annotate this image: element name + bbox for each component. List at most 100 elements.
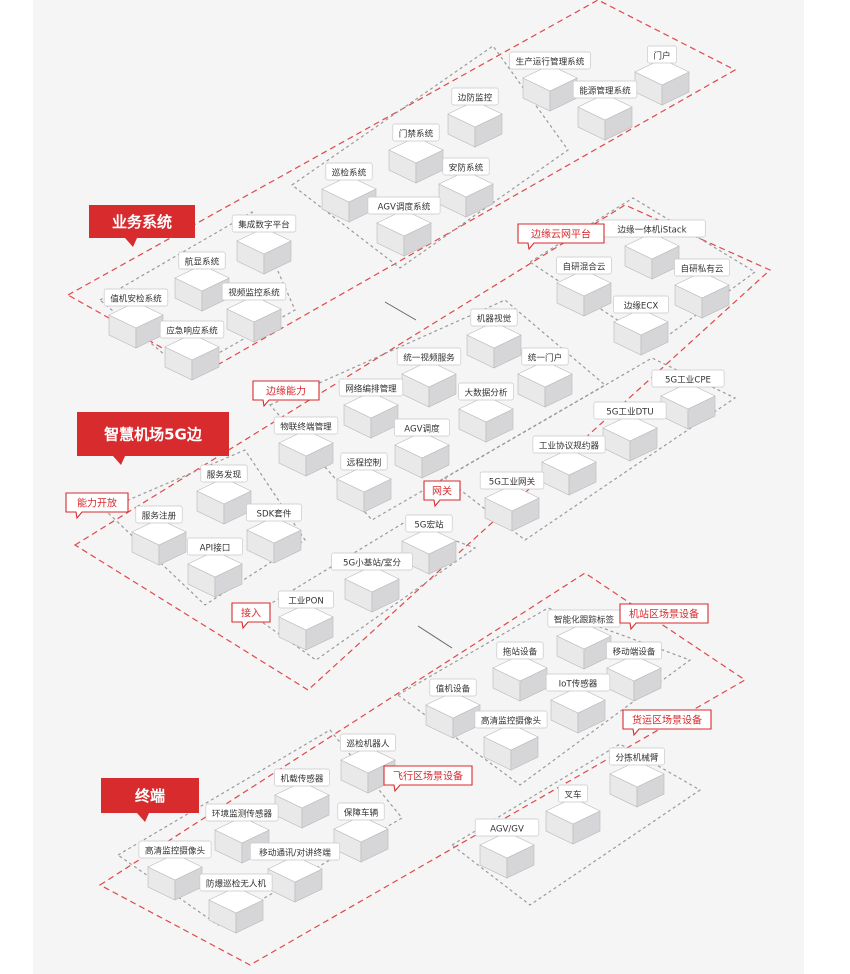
node-forklift: 叉车 xyxy=(545,784,601,845)
node-label: 高清监控摄像头 xyxy=(145,845,206,857)
node-label: AGV/GV xyxy=(490,825,524,835)
node-label: 分拣机械臂 xyxy=(616,752,659,764)
node-small-cell: 5G小基站/室分 xyxy=(331,552,413,613)
node-checkin-dev: 值机设备 xyxy=(425,678,481,739)
node-label: 智能化跟踪标签 xyxy=(554,614,615,626)
node-label: 移动端设备 xyxy=(613,646,656,658)
node-service-discovery: 服务发现 xyxy=(196,464,252,525)
group-access xyxy=(250,521,477,661)
node-sdk: SDK套件 xyxy=(246,503,302,564)
node-support-vehicle: 保障车辆 xyxy=(333,802,389,863)
node-smart-track: 智能化跟踪标签 xyxy=(547,609,621,670)
node-agv: AGV/GV xyxy=(474,818,540,879)
tag-flight-equip: 飞行区场景设备 xyxy=(383,765,473,793)
zone-business-systems xyxy=(66,0,737,373)
node-protocol-conv: 工业协议规约器 xyxy=(532,435,606,496)
node-label: 大数据分析 xyxy=(465,387,508,399)
node-macro: 5G宏站 xyxy=(401,514,457,575)
node-label: 保障车辆 xyxy=(344,807,379,819)
zone-terminals xyxy=(98,572,747,966)
svg-text:智慧机场5G边: 智慧机场5G边 xyxy=(104,426,203,444)
node-checkin-sys: 值机安检系统 xyxy=(103,288,169,349)
node-label: 值机安检系统 xyxy=(110,293,162,305)
svg-text:接入: 接入 xyxy=(241,607,261,620)
node-label: 5G工业DTU xyxy=(606,407,653,418)
tag-edge-cloud: 边缘云网平台 xyxy=(517,223,605,251)
svg-text:边缘能力: 边缘能力 xyxy=(266,385,306,398)
node-label: 安防系统 xyxy=(449,162,484,174)
node-label: 能源管理系统 xyxy=(579,85,631,97)
node-remote-ctrl: 远程控制 xyxy=(336,452,392,513)
node-label: 统一门户 xyxy=(528,352,562,364)
node-pon: 工业PON xyxy=(278,590,334,651)
node-label: 物联终端管理 xyxy=(280,421,332,433)
node-label: SDK套件 xyxy=(257,508,292,520)
group-apron-equipment xyxy=(396,607,692,786)
node-tug: 拖站设备 xyxy=(492,641,548,702)
tag-gateway: 网关 xyxy=(423,480,461,508)
node-label: 应急响应系统 xyxy=(166,325,218,337)
node-label: 自研混合云 xyxy=(563,261,606,273)
node-edge-istack: 边缘一体机iStack xyxy=(598,219,706,280)
node-label: 防爆巡检无人机 xyxy=(206,878,267,890)
node-unified-portal: 统一门户 xyxy=(517,347,573,408)
node-label: 边缘ECX xyxy=(624,300,659,312)
node-prod-ops: 生产运行管理系统 xyxy=(509,51,591,112)
node-sorter: 分拣机械臂 xyxy=(609,747,665,808)
connector-business-platform xyxy=(384,301,417,321)
node-private-cloud: 自研私有云 xyxy=(674,258,730,319)
node-label: 网络编排管理 xyxy=(345,383,397,395)
section-label-business: 业务系统 xyxy=(89,205,195,247)
node-label: 自研私有云 xyxy=(681,263,724,275)
node-big-data: 大数据分析 xyxy=(458,382,514,443)
section-label-terminal: 终端 xyxy=(101,778,199,822)
node-label: 值机设备 xyxy=(436,683,471,695)
node-label: 叉车 xyxy=(564,789,582,801)
node-label: 工业PON xyxy=(288,596,324,607)
svg-text:边缘云网平台: 边缘云网平台 xyxy=(531,228,591,241)
node-label: 机器视觉 xyxy=(477,313,512,325)
node-airborne-sensor: 机载传感器 xyxy=(274,768,330,829)
svg-text:终端: 终端 xyxy=(135,787,165,805)
node-label: AGV调度系统 xyxy=(378,201,431,213)
node-label: 门禁系统 xyxy=(399,128,434,140)
node-unified-video: 统一视频服务 xyxy=(396,347,462,408)
node-api: API接口 xyxy=(187,537,243,598)
tag-apron-equip: 机站区场景设备 xyxy=(619,603,709,631)
node-label: 5G工业CPE xyxy=(665,375,711,386)
node-security-sys: 安防系统 xyxy=(438,157,494,218)
node-label: 拖站设备 xyxy=(503,646,538,658)
tag-access: 接入 xyxy=(231,602,271,630)
node-service-reg: 服务注册 xyxy=(131,505,187,566)
node-label: 服务发现 xyxy=(207,469,242,481)
connector-platform-terminal xyxy=(417,625,453,649)
node-label: 巡检系统 xyxy=(332,167,367,179)
node-emergency-sys: 应急响应系统 xyxy=(159,320,225,381)
node-agv-dispatch: AGV调度系统 xyxy=(367,196,441,257)
node-label: 5G小基站/室分 xyxy=(343,557,401,569)
node-label: 5G工业网关 xyxy=(489,476,536,488)
node-dtu: 5G工业DTU xyxy=(593,401,667,462)
tag-cargo-equip: 货运区场景设备 xyxy=(622,709,712,737)
node-label: API接口 xyxy=(200,542,231,554)
node-label: 生产运行管理系统 xyxy=(516,56,585,68)
tag-edge-ability: 边缘能力 xyxy=(252,380,320,408)
node-label: 统一视频服务 xyxy=(403,352,455,364)
node-label: 边防监控 xyxy=(458,92,493,104)
node-energy: 能源管理系统 xyxy=(572,80,638,141)
node-machine-vision: 机器视觉 xyxy=(466,308,522,369)
node-digital-platform: 集成数字平台 xyxy=(231,214,297,275)
svg-text:货运区场景设备: 货运区场景设备 xyxy=(632,714,702,727)
node-label: 服务注册 xyxy=(142,510,177,522)
node-edge-ecx: 边缘ECX xyxy=(613,295,669,356)
node-hd-cam-apron: 高清监控摄像头 xyxy=(474,710,548,771)
node-flight-sys: 航显系统 xyxy=(174,251,230,312)
node-label: 工业协议规约器 xyxy=(539,440,600,452)
node-iot-sensor: IoT传感器 xyxy=(545,673,611,734)
group-airport-apps xyxy=(98,211,296,373)
node-label: 远程控制 xyxy=(347,457,381,469)
node-perimeter: 边防监控 xyxy=(447,87,503,148)
node-label: 5G宏站 xyxy=(414,519,444,531)
node-label: 巡检机器人 xyxy=(347,738,390,750)
node-label: 门户 xyxy=(653,50,670,62)
